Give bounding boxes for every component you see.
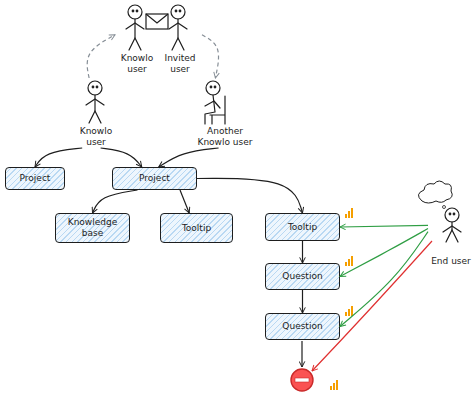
- flow-arrow: [340, 225, 428, 227]
- cloud-bubble: [443, 206, 446, 209]
- process-box: Knowledge base: [55, 213, 130, 243]
- actor-figure: Knowlo user: [73, 78, 119, 148]
- flow-arrow: [202, 35, 219, 78]
- figure-head: [445, 208, 459, 222]
- flow-arrow: [35, 148, 82, 167]
- analytics-icon: [345, 306, 353, 316]
- analytics-icon: [345, 256, 353, 266]
- process-box: Question: [265, 313, 340, 340]
- analytics-icon: [345, 208, 353, 218]
- figure-legs: [172, 38, 184, 50]
- process-box: Project: [112, 167, 197, 190]
- bar: [351, 306, 353, 316]
- figure-eye: [453, 213, 455, 215]
- figure-eye: [96, 86, 98, 88]
- figure-head: [171, 5, 185, 19]
- figure-eye: [210, 86, 212, 88]
- figure-eye: [449, 213, 451, 215]
- figure-legs: [129, 38, 141, 50]
- figure-arms: [126, 23, 144, 29]
- flow-arrow: [197, 178, 303, 213]
- flow-arrow: [87, 35, 115, 78]
- bar: [348, 309, 350, 316]
- node-label: End user: [428, 256, 474, 267]
- node-label: Knowlo user: [115, 53, 159, 75]
- figure-legs: [89, 111, 101, 123]
- stop-circle: [291, 369, 313, 391]
- process-box: Question: [265, 263, 340, 290]
- flow-arrow: [340, 232, 428, 327]
- minus-bar: [295, 378, 309, 382]
- bar: [333, 383, 335, 390]
- figure-head: [128, 5, 142, 19]
- figure-body: [134, 19, 135, 38]
- node-label: Knowledge base: [64, 217, 121, 239]
- bar: [348, 259, 350, 266]
- flow-arrow: [340, 229, 428, 277]
- flow-arrow: [93, 190, 138, 213]
- figure-eye: [132, 10, 134, 12]
- flow-arrow: [101, 148, 142, 167]
- node-label: Project: [20, 173, 51, 184]
- figure-eye: [179, 10, 181, 12]
- envelope-body: [146, 14, 168, 29]
- node-label: Question: [282, 321, 322, 332]
- process-box: Tooltip: [265, 213, 340, 241]
- thought-cloud: [418, 181, 452, 209]
- chair: [210, 96, 225, 124]
- flow-arrow: [301, 341, 302, 367]
- node-label: Project: [139, 173, 170, 184]
- figure-eye: [175, 10, 177, 12]
- flow-arrow: [302, 241, 303, 263]
- bar: [345, 312, 347, 316]
- figure-arms: [169, 23, 187, 29]
- drop-off-arrow: [312, 241, 432, 371]
- actor-figure: Knowlo user: [115, 2, 159, 75]
- node-label: Question: [282, 271, 322, 282]
- cloud-shape: [418, 181, 452, 203]
- figure-head: [88, 81, 102, 95]
- bar: [330, 386, 332, 390]
- bar: [336, 380, 338, 390]
- figure-eye: [214, 86, 216, 88]
- figure-head: [206, 81, 220, 95]
- bar: [351, 208, 353, 218]
- process-box: Project: [5, 167, 65, 190]
- flow-arrow: [180, 190, 189, 213]
- actor-figure: Invited user: [158, 2, 202, 75]
- stop-symbol: [291, 369, 313, 391]
- bar: [348, 211, 350, 218]
- node-label: Knowlo user: [73, 126, 119, 148]
- envelope-icon: [146, 14, 168, 29]
- figure-legs: [446, 230, 458, 242]
- figure-eye: [136, 10, 138, 12]
- actor-figure: End user: [428, 205, 474, 267]
- figure-eye: [92, 86, 94, 88]
- node-label: Tooltip: [288, 222, 317, 233]
- figure-body: [94, 95, 95, 111]
- actor-figure: Another Knowlo user: [193, 78, 257, 148]
- figure-arms: [205, 101, 220, 108]
- node-label: Invited user: [158, 53, 202, 75]
- node-label: Tooltip: [182, 223, 211, 234]
- flow-arrow: [159, 148, 219, 167]
- node-label: Another Knowlo user: [193, 126, 257, 148]
- bar: [345, 214, 347, 218]
- analytics-icon: [330, 380, 338, 390]
- figure-body: [205, 95, 215, 124]
- process-box: Tooltip: [160, 213, 233, 243]
- figure-arms: [86, 99, 104, 105]
- figure-body: [177, 19, 178, 38]
- bar: [351, 256, 353, 266]
- bar: [345, 262, 347, 266]
- flow-arrow: [302, 290, 303, 313]
- envelope-flap: [146, 14, 168, 23]
